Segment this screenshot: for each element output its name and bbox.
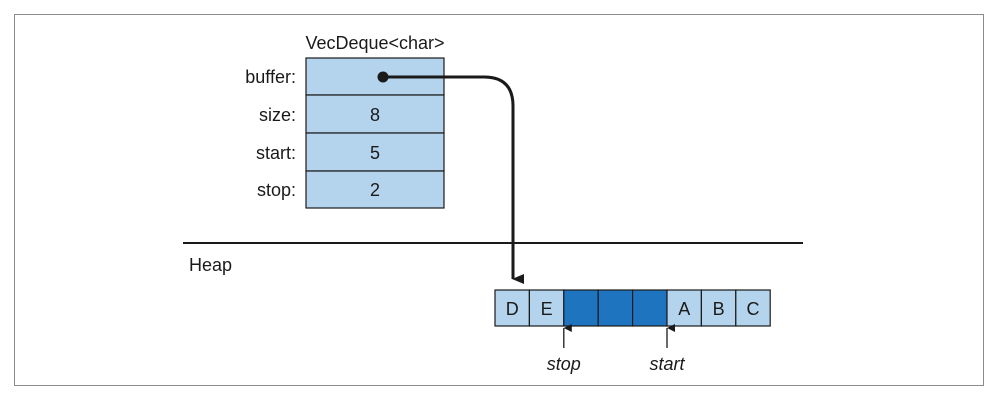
heap-cell-value: A [678, 299, 690, 319]
struct-fields: buffer: size: 8 start: 5 stop: 2 [245, 57, 445, 209]
heap-label: Heap [189, 255, 232, 275]
heap-cell [494, 289, 531, 327]
field-label-buffer: buffer: [245, 67, 296, 87]
heap-cell [631, 289, 668, 327]
heap-cell [563, 289, 599, 327]
heap-cell-value: E [541, 299, 553, 319]
field-value-stop: 2 [370, 180, 380, 200]
heap-cell-value: B [713, 299, 725, 319]
diagram-frame [14, 14, 984, 386]
heap-cell [735, 289, 771, 327]
field-box-stop [305, 170, 445, 209]
field-label-start: start: [256, 143, 296, 163]
field-value-start: 5 [370, 143, 380, 163]
field-value-size: 8 [370, 105, 380, 125]
heap-pointers: stop start [547, 324, 685, 374]
heap-cell-value: C [747, 299, 760, 319]
heap-pointer-label-stop: stop [547, 354, 581, 374]
field-box-start [305, 132, 445, 172]
field-box-size [305, 94, 445, 134]
heap-cell-value: D [506, 299, 519, 319]
field-label-stop: stop: [257, 180, 296, 200]
struct-title: VecDeque<char> [305, 33, 444, 53]
heap-cell [597, 289, 634, 327]
buffer-pointer-arrow [383, 75, 524, 284]
heap-cell [666, 289, 703, 327]
heap-pointer-label-start: start [649, 354, 685, 374]
field-label-size: size: [259, 105, 296, 125]
